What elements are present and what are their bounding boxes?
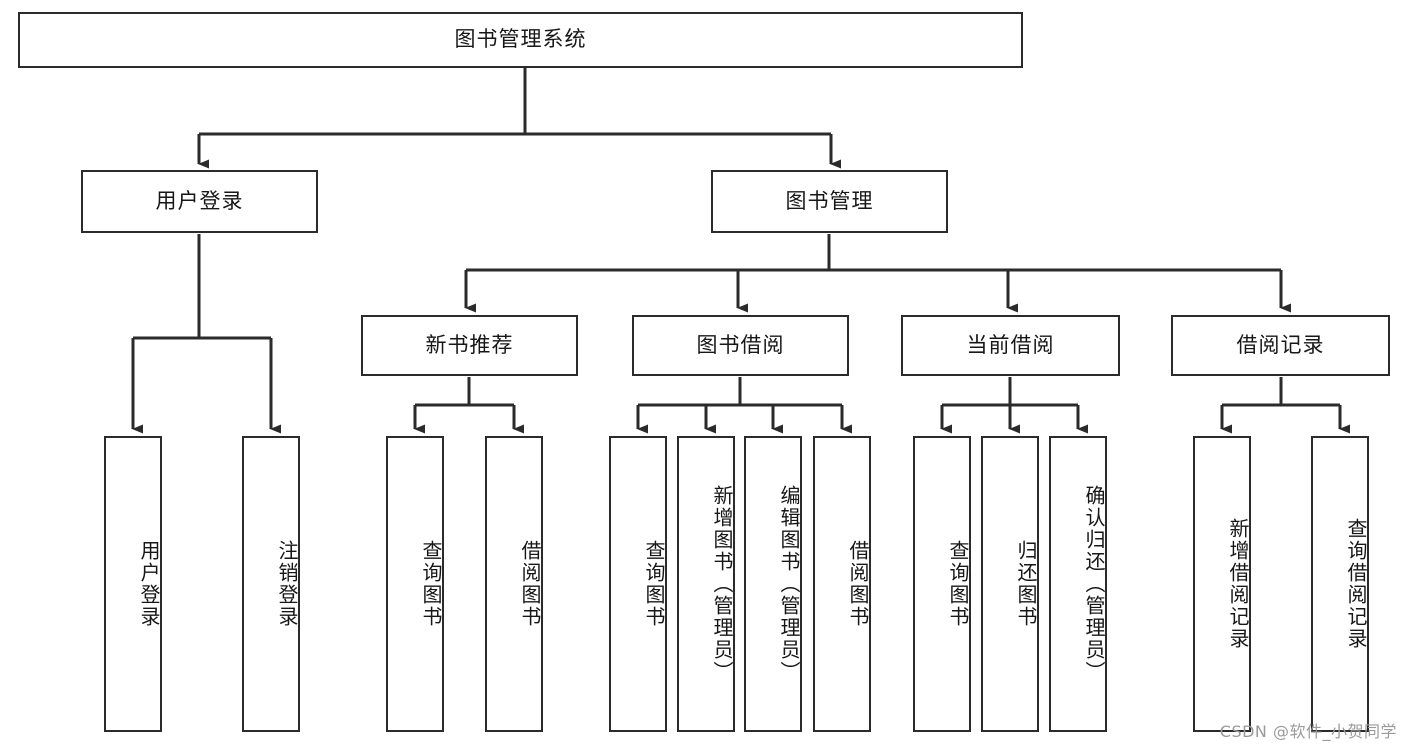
node-leaf-add-record-label: 新增借阅记录 (1226, 518, 1250, 650)
node-leaf-borrow-book-1[interactable]: 借阅图书 (485, 436, 543, 732)
node-leaf-query-book-1[interactable]: 查询图书 (386, 436, 444, 732)
node-current-borrow[interactable]: 当前借阅 (901, 315, 1120, 376)
node-leaf-return-book[interactable]: 归还图书 (981, 436, 1039, 732)
node-leaf-edit-book[interactable]: 编辑图书（管理员） (744, 436, 802, 732)
node-leaf-confirm-return[interactable]: 确认归还（管理员） (1049, 436, 1107, 732)
node-book-borrow-label: 图书借阅 (696, 332, 785, 357)
node-leaf-user-login[interactable]: 用户登录 (104, 436, 162, 732)
node-leaf-edit-book-label: 编辑图书（管理员） (777, 485, 801, 683)
node-user-login-label: 用户登录 (155, 188, 244, 213)
node-leaf-query-book-3[interactable]: 查询图书 (913, 436, 971, 732)
node-leaf-query-record-label: 查询借阅记录 (1344, 518, 1368, 650)
node-leaf-add-record[interactable]: 新增借阅记录 (1193, 436, 1251, 732)
node-leaf-query-book-1-label: 查询图书 (419, 540, 443, 628)
node-leaf-query-book-2[interactable]: 查询图书 (609, 436, 667, 732)
node-leaf-return-book-label: 归还图书 (1014, 540, 1038, 628)
node-leaf-logout-label: 注销登录 (275, 540, 299, 628)
node-leaf-add-book[interactable]: 新增图书（管理员） (677, 436, 735, 732)
node-leaf-borrow-book-2[interactable]: 借阅图书 (813, 436, 871, 732)
node-leaf-query-book-3-label: 查询图书 (946, 540, 970, 628)
node-leaf-confirm-return-label: 确认归还（管理员） (1082, 485, 1106, 683)
node-new-book-recommend[interactable]: 新书推荐 (361, 315, 578, 376)
node-root[interactable]: 图书管理系统 (18, 12, 1023, 68)
node-root-label: 图书管理系统 (454, 27, 587, 52)
node-leaf-logout[interactable]: 注销登录 (242, 436, 300, 732)
node-leaf-query-record[interactable]: 查询借阅记录 (1311, 436, 1369, 732)
node-current-borrow-label: 当前借阅 (966, 332, 1055, 357)
watermark: CSDN @软件_小贺同学 (1219, 722, 1397, 741)
node-book-management-label: 图书管理 (785, 188, 874, 213)
node-leaf-borrow-book-2-label: 借阅图书 (846, 540, 870, 628)
node-borrow-record[interactable]: 借阅记录 (1171, 315, 1390, 376)
node-leaf-query-book-2-label: 查询图书 (642, 540, 666, 628)
node-book-borrow[interactable]: 图书借阅 (632, 315, 849, 376)
node-leaf-add-book-label: 新增图书（管理员） (710, 485, 734, 683)
node-user-login[interactable]: 用户登录 (81, 170, 318, 233)
node-borrow-record-label: 借阅记录 (1236, 332, 1325, 357)
node-leaf-borrow-book-1-label: 借阅图书 (518, 540, 542, 628)
node-book-management[interactable]: 图书管理 (711, 170, 948, 233)
node-new-book-recommend-label: 新书推荐 (425, 332, 514, 357)
node-leaf-user-login-label: 用户登录 (137, 540, 161, 628)
